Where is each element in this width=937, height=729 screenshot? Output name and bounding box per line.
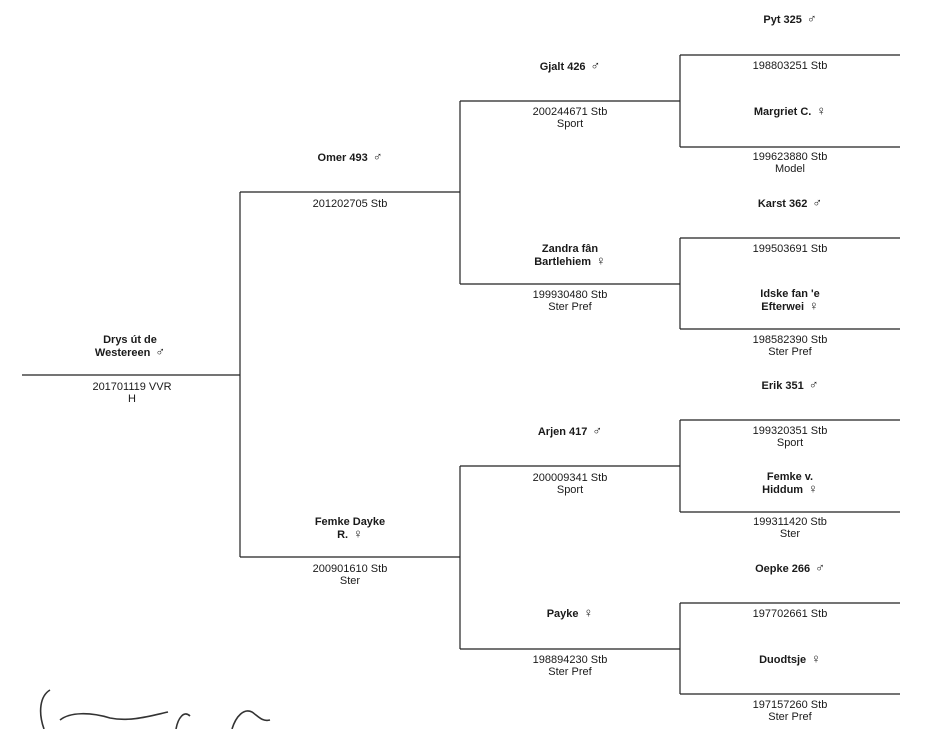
- horse-name-dd: Payke♀: [546, 605, 594, 620]
- male-symbol-icon: ♂: [155, 344, 166, 359]
- horse-reg-ddd: 197157260 Stb Ster Pref: [752, 699, 828, 723]
- female-symbol-icon: ♀: [811, 651, 821, 666]
- signature-scribble: [39, 689, 271, 729]
- horse-name-dds: Oepke 266♂: [755, 560, 825, 575]
- male-symbol-icon: ♂: [808, 377, 819, 392]
- horse-reg-sd: 199930480 Stb Ster Pref: [532, 289, 608, 313]
- horse-reg-subject: 201701119 VVR H: [92, 381, 172, 405]
- horse-name-ddd: Duodtsje♀: [759, 651, 821, 666]
- female-symbol-icon: ♀: [596, 253, 606, 268]
- male-symbol-icon: ♂: [592, 423, 603, 438]
- horse-name-dsd: Femke v. Hiddum♀: [762, 471, 818, 496]
- female-symbol-icon: ♀: [353, 526, 363, 541]
- horse-name-sds: Karst 362♂: [757, 195, 823, 210]
- horse-reg-sss: 198803251 Stb: [752, 60, 828, 72]
- horse-name-ss: Gjalt 426♂: [539, 58, 601, 73]
- male-symbol-icon: ♂: [372, 149, 383, 164]
- horse-reg-dds: 197702661 Stb: [752, 608, 828, 620]
- male-symbol-icon: ♂: [590, 58, 601, 73]
- female-symbol-icon: ♀: [808, 481, 818, 496]
- horse-name-dam: Femke Dayke R.♀: [314, 516, 386, 541]
- horse-reg-ss: 200244671 Stb Sport: [532, 106, 608, 130]
- horse-name-ds: Arjen 417♂: [537, 423, 603, 438]
- female-symbol-icon: ♀: [583, 605, 594, 620]
- horse-name-sire: Omer 493♂: [317, 149, 383, 164]
- horse-reg-dam: 200901610 Stb Ster: [312, 563, 388, 587]
- horse-reg-dss: 199320351 Stb Sport: [752, 425, 828, 449]
- male-symbol-icon: ♂: [812, 195, 823, 210]
- male-symbol-icon: ♂: [806, 11, 817, 26]
- horse-name-dss: Erik 351♂: [761, 377, 819, 392]
- horse-reg-dsd: 199311420 Stb Ster: [753, 516, 827, 540]
- horse-name-subject: Drys út de Westereen♂: [94, 334, 166, 359]
- female-symbol-icon: ♀: [816, 103, 827, 118]
- horse-reg-dd: 198894230 Stb Ster Pref: [532, 654, 608, 678]
- horse-reg-sire: 201202705 Stb: [312, 198, 388, 210]
- horse-reg-sdd: 198582390 Stb Ster Pref: [752, 334, 828, 358]
- male-symbol-icon: ♂: [815, 560, 825, 575]
- horse-name-ssd: Margriet C.♀: [753, 103, 827, 118]
- horse-name-sdd: Idske fan 'e Efterwei♀: [760, 288, 820, 313]
- horse-reg-ssd: 199623880 Stb Model: [752, 151, 828, 175]
- horse-reg-ds: 200009341 Stb Sport: [532, 472, 608, 496]
- horse-name-sss: Pyt 325♂: [763, 11, 817, 26]
- horse-name-sd: Zandra fân Bartlehiem♀: [534, 243, 606, 268]
- female-symbol-icon: ♀: [809, 298, 819, 313]
- horse-reg-sds: 199503691 Stb: [752, 243, 828, 255]
